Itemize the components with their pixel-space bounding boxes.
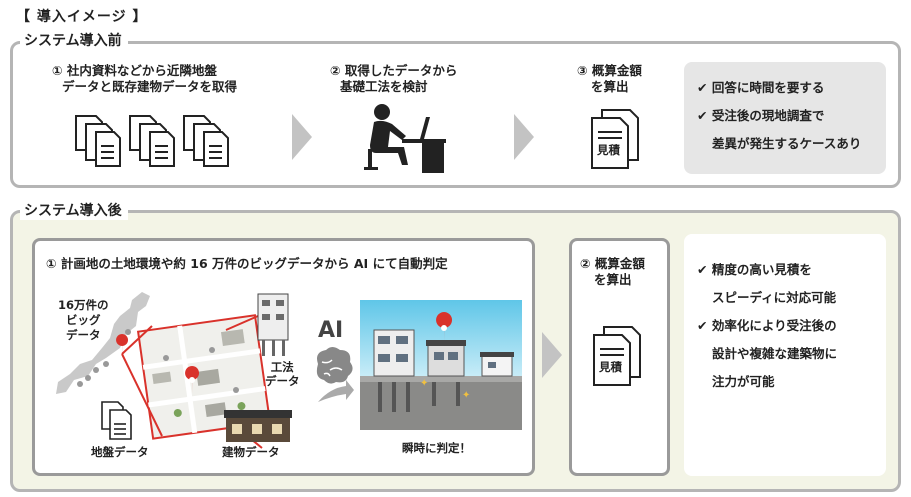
after-note-1-text: 精度の高い見積を xyxy=(711,262,812,277)
location-pin-icon xyxy=(116,334,129,358)
document-stack-icons xyxy=(75,115,229,167)
method-data-label: 工法 データ xyxy=(265,360,300,388)
method-label-2: データ xyxy=(265,374,300,388)
before-note-1-text: 回答に時間を要する xyxy=(711,80,825,95)
document-stack-icon xyxy=(101,401,132,440)
before-step1-line1: ① 社内資料などから近隣地盤 xyxy=(52,63,217,78)
chevron-right-icon xyxy=(292,114,312,160)
chevron-right-icon xyxy=(514,114,534,160)
svg-text:✦: ✦ xyxy=(462,390,470,401)
estimate-document-icon xyxy=(593,326,641,386)
document-stack-icon xyxy=(75,115,121,167)
before-title: システム導入前 xyxy=(20,30,128,50)
person-at-desk-icon xyxy=(364,104,446,173)
after-step1-title: ① 計画地の土地環境や約 16 万件のビッグデータから AI にて自動判定 xyxy=(46,256,448,271)
after-note-3-text: 効率化により受注後の xyxy=(711,318,837,333)
ground-data-label: 地盤データ xyxy=(91,445,149,459)
ai-brain-icon xyxy=(316,347,354,402)
bigdata-label: 16万件の ビッグ データ xyxy=(58,298,109,343)
result-scene: ✦ ✦ xyxy=(360,300,522,430)
before-step2-title: ② 取得したデータから 基礎工法を検討 xyxy=(330,63,457,95)
before-note-3: 差異が発生するケースあり xyxy=(712,136,862,151)
before-step1-title: ① 社内資料などから近隣地盤 データと既存建物データを取得 xyxy=(52,63,237,95)
svg-text:✦: ✦ xyxy=(420,378,428,389)
after-note-3: ✔ 効率化により受注後の xyxy=(697,318,837,333)
document-stack-icon xyxy=(183,115,229,167)
before-step2-line2: 基礎工法を検討 xyxy=(340,79,428,94)
before-note-2-text: 受注後の現地調査で xyxy=(711,108,825,123)
bigdata-label-2: ビッグ xyxy=(66,313,101,327)
after-note-5: 注力が可能 xyxy=(712,374,775,389)
building-icon xyxy=(224,410,292,442)
document-stack-icon xyxy=(129,115,175,167)
map-illustration xyxy=(56,292,292,449)
estimate-document-icon xyxy=(591,109,639,169)
method-building-icon xyxy=(257,293,289,356)
building-data-label: 建物データ xyxy=(222,445,280,459)
city-map xyxy=(136,314,272,440)
estimate-doc-label-after: 見積 xyxy=(599,360,622,374)
after-note-1: ✔ 精度の高い見積を xyxy=(697,262,812,277)
after-step2-line1: ② 概算金額 xyxy=(580,256,645,271)
chevron-right-icon xyxy=(542,332,562,378)
bigdata-label-3: データ xyxy=(66,328,101,342)
before-note-2: ✔ 受注後の現地調査で xyxy=(697,108,825,123)
after-note-2: スピーディに対応可能 xyxy=(712,290,837,305)
after-notes-box xyxy=(684,234,886,476)
instant-label: 瞬時に判定！ xyxy=(402,441,471,455)
after-title: システム導入後 xyxy=(20,200,128,220)
ai-label: AI xyxy=(318,318,344,343)
method-label-1: 工法 xyxy=(270,360,294,374)
before-notes-box xyxy=(684,62,886,174)
after-step2-title: ② 概算金額 を算出 xyxy=(580,256,645,288)
before-step1-line2: データと既存建物データを取得 xyxy=(62,79,238,94)
after-step2-box xyxy=(569,238,670,476)
bigdata-label-1: 16万件の xyxy=(58,298,109,312)
before-step3-title: ③ 概算金額 を算出 xyxy=(577,63,642,95)
page-heading: 【 導入イメージ 】 xyxy=(16,9,148,25)
after-step2-line2: を算出 xyxy=(594,272,632,287)
before-step3-line2: を算出 xyxy=(591,79,629,94)
before-note-1: ✔ 回答に時間を要する xyxy=(697,80,825,95)
estimate-doc-label: 見積 xyxy=(597,143,620,157)
before-step3-line1: ③ 概算金額 xyxy=(577,63,642,78)
before-step2-line1: ② 取得したデータから xyxy=(330,63,458,78)
after-note-4: 設計や複雑な建築物に xyxy=(712,346,838,361)
